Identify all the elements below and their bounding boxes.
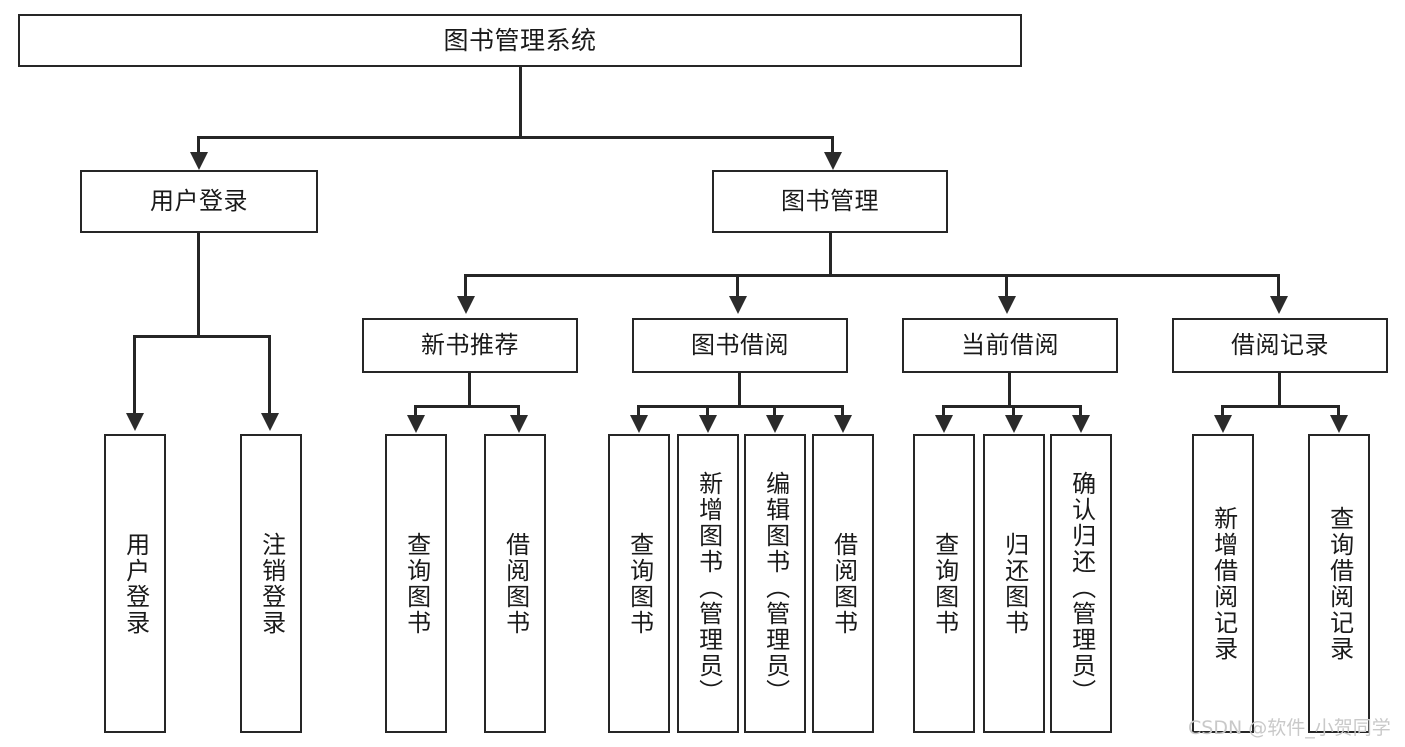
connector-borrowrecord-stem [1278, 373, 1281, 407]
node-label: 归还图书 [1000, 531, 1029, 636]
arrow-leaf-confirm-return [1072, 415, 1090, 433]
connector-userlogin-drop-1 [133, 335, 136, 415]
node-book-manage[interactable]: 图书管理 [712, 170, 948, 233]
leaf-borrow-book[interactable]: 借阅图书 [812, 434, 874, 733]
arrow-leaf-query-book-1 [407, 415, 425, 433]
leaf-borrow-book-newbook[interactable]: 借阅图书 [484, 434, 546, 733]
leaf-add-borrow-record[interactable]: 新增借阅记录 [1192, 434, 1254, 733]
connector-currentborrow-drop-3 [1079, 405, 1082, 417]
node-label: 图书管理 [781, 187, 879, 216]
leaf-query-borrow-record[interactable]: 查询借阅记录 [1308, 434, 1370, 733]
connector-root-bus [197, 136, 834, 139]
node-label: 当前借阅 [961, 331, 1059, 360]
node-label: 借阅图书 [501, 531, 530, 636]
arrow-leaf-add-record [1214, 415, 1232, 433]
arrow-leaf-logout [261, 413, 279, 431]
connector-bookborrow-drop-1 [637, 405, 640, 417]
node-book-borrow[interactable]: 图书借阅 [632, 318, 848, 373]
node-label: 编辑图书（管理员） [761, 470, 790, 705]
connector-bookborrow-drop-3 [773, 405, 776, 417]
arrow-leaf-query-record [1330, 415, 1348, 433]
connector-root-drop-right [831, 136, 834, 154]
node-label: 注销登录 [257, 531, 286, 636]
connector-currentborrow-stem [1008, 373, 1011, 407]
node-label: 查询借阅记录 [1325, 505, 1354, 662]
node-current-borrow[interactable]: 当前借阅 [902, 318, 1118, 373]
node-label: 查询图书 [625, 531, 654, 636]
arrow-leaf-borrow-book-2 [834, 415, 852, 433]
node-root-system[interactable]: 图书管理系统 [18, 14, 1022, 67]
connector-userlogin-stem [197, 233, 200, 337]
arrow-leaf-query-book-3 [935, 415, 953, 433]
node-label: 新书推荐 [421, 331, 519, 360]
node-label: 借阅图书 [829, 531, 858, 636]
node-label: 新增借阅记录 [1209, 505, 1238, 662]
leaf-confirm-return-admin[interactable]: 确认归还（管理员） [1050, 434, 1112, 733]
node-label: 新增图书（管理员） [694, 470, 723, 705]
connector-borrowrecord-drop-1 [1221, 405, 1224, 417]
connector-bookmanage-drop-3 [1005, 274, 1008, 298]
leaf-query-book-current[interactable]: 查询图书 [913, 434, 975, 733]
connector-currentborrow-bus [942, 405, 1081, 408]
leaf-edit-book-admin[interactable]: 编辑图书（管理员） [744, 434, 806, 733]
connector-newbook-bus [414, 405, 520, 408]
connector-newbook-drop-2 [517, 405, 520, 417]
arrow-to-current-borrow [998, 296, 1016, 314]
node-user-login[interactable]: 用户登录 [80, 170, 318, 233]
connector-bookmanage-drop-4 [1277, 274, 1280, 298]
arrow-to-book-manage [824, 152, 842, 170]
leaf-user-login[interactable]: 用户登录 [104, 434, 166, 733]
connector-bookmanage-bus [464, 274, 1280, 277]
connector-bookborrow-drop-2 [706, 405, 709, 417]
connector-borrowrecord-drop-2 [1337, 405, 1340, 417]
connector-bookmanage-stem [829, 232, 832, 276]
leaf-query-book-borrow[interactable]: 查询图书 [608, 434, 670, 733]
arrow-leaf-user-login [126, 413, 144, 431]
arrow-to-new-book-rec [457, 296, 475, 314]
node-label: 确认归还（管理员） [1067, 470, 1096, 705]
arrow-to-user-login [190, 152, 208, 170]
arrow-leaf-borrow-book-1 [510, 415, 528, 433]
arrow-leaf-return-book [1005, 415, 1023, 433]
node-label: 用户登录 [150, 187, 248, 216]
connector-bookborrow-drop-4 [841, 405, 844, 417]
csdn-watermark: CSDN @软件_小贺同学 [1188, 717, 1391, 739]
connector-root-drop-left [197, 136, 200, 154]
leaf-return-book[interactable]: 归还图书 [983, 434, 1045, 733]
connector-userlogin-drop-2 [268, 335, 271, 415]
connector-borrowrecord-bus [1221, 405, 1339, 408]
connector-currentborrow-drop-1 [942, 405, 945, 417]
arrow-to-borrow-record [1270, 296, 1288, 314]
connector-userlogin-bus [133, 335, 270, 338]
connector-newbook-stem [468, 373, 471, 407]
node-label: 借阅记录 [1231, 331, 1329, 360]
arrow-leaf-add-book [699, 415, 717, 433]
node-label: 图书借阅 [691, 331, 789, 360]
leaf-add-book-admin[interactable]: 新增图书（管理员） [677, 434, 739, 733]
connector-root-stem [519, 67, 522, 138]
node-label: 图书管理系统 [443, 25, 597, 55]
node-label: 查询图书 [930, 531, 959, 636]
arrow-to-book-borrow [729, 296, 747, 314]
node-label: 查询图书 [402, 531, 431, 636]
connector-newbook-drop-1 [414, 405, 417, 417]
arrow-leaf-edit-book [766, 415, 784, 433]
node-borrow-record[interactable]: 借阅记录 [1172, 318, 1388, 373]
leaf-logout[interactable]: 注销登录 [240, 434, 302, 733]
leaf-query-book-newbook[interactable]: 查询图书 [385, 434, 447, 733]
connector-bookmanage-drop-1 [464, 274, 467, 298]
connector-bookborrow-stem [738, 373, 741, 407]
connector-bookmanage-drop-2 [736, 274, 739, 298]
node-label: 用户登录 [121, 531, 150, 636]
node-new-book-recommend[interactable]: 新书推荐 [362, 318, 578, 373]
arrow-leaf-query-book-2 [630, 415, 648, 433]
connector-currentborrow-drop-2 [1012, 405, 1015, 417]
connector-bookborrow-bus [637, 405, 843, 408]
